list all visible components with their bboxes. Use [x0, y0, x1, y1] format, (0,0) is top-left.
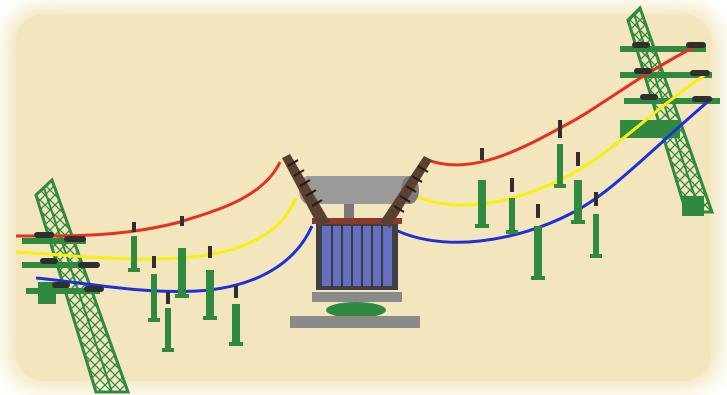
pole [506, 178, 518, 234]
pole [148, 256, 160, 322]
pole [571, 152, 585, 224]
pole [203, 246, 217, 320]
pole [229, 286, 243, 346]
poles-right [475, 120, 602, 280]
transformer-bushing-left [282, 154, 330, 226]
transformer-bushing-right [380, 156, 432, 228]
blue-phase-line-right [387, 96, 713, 244]
pole [162, 292, 174, 352]
pole [475, 148, 489, 228]
transmission-tower-left [22, 177, 131, 394]
pole [590, 192, 602, 258]
pole [128, 222, 140, 272]
phase-lines [15, 42, 713, 293]
pole [531, 204, 545, 280]
pole [554, 120, 566, 188]
poles-left [128, 216, 243, 352]
transformer-core [312, 218, 402, 290]
power-transformer [282, 154, 432, 328]
red-phase-line [15, 161, 282, 238]
pole [175, 216, 189, 298]
tower-insulators [34, 42, 712, 292]
